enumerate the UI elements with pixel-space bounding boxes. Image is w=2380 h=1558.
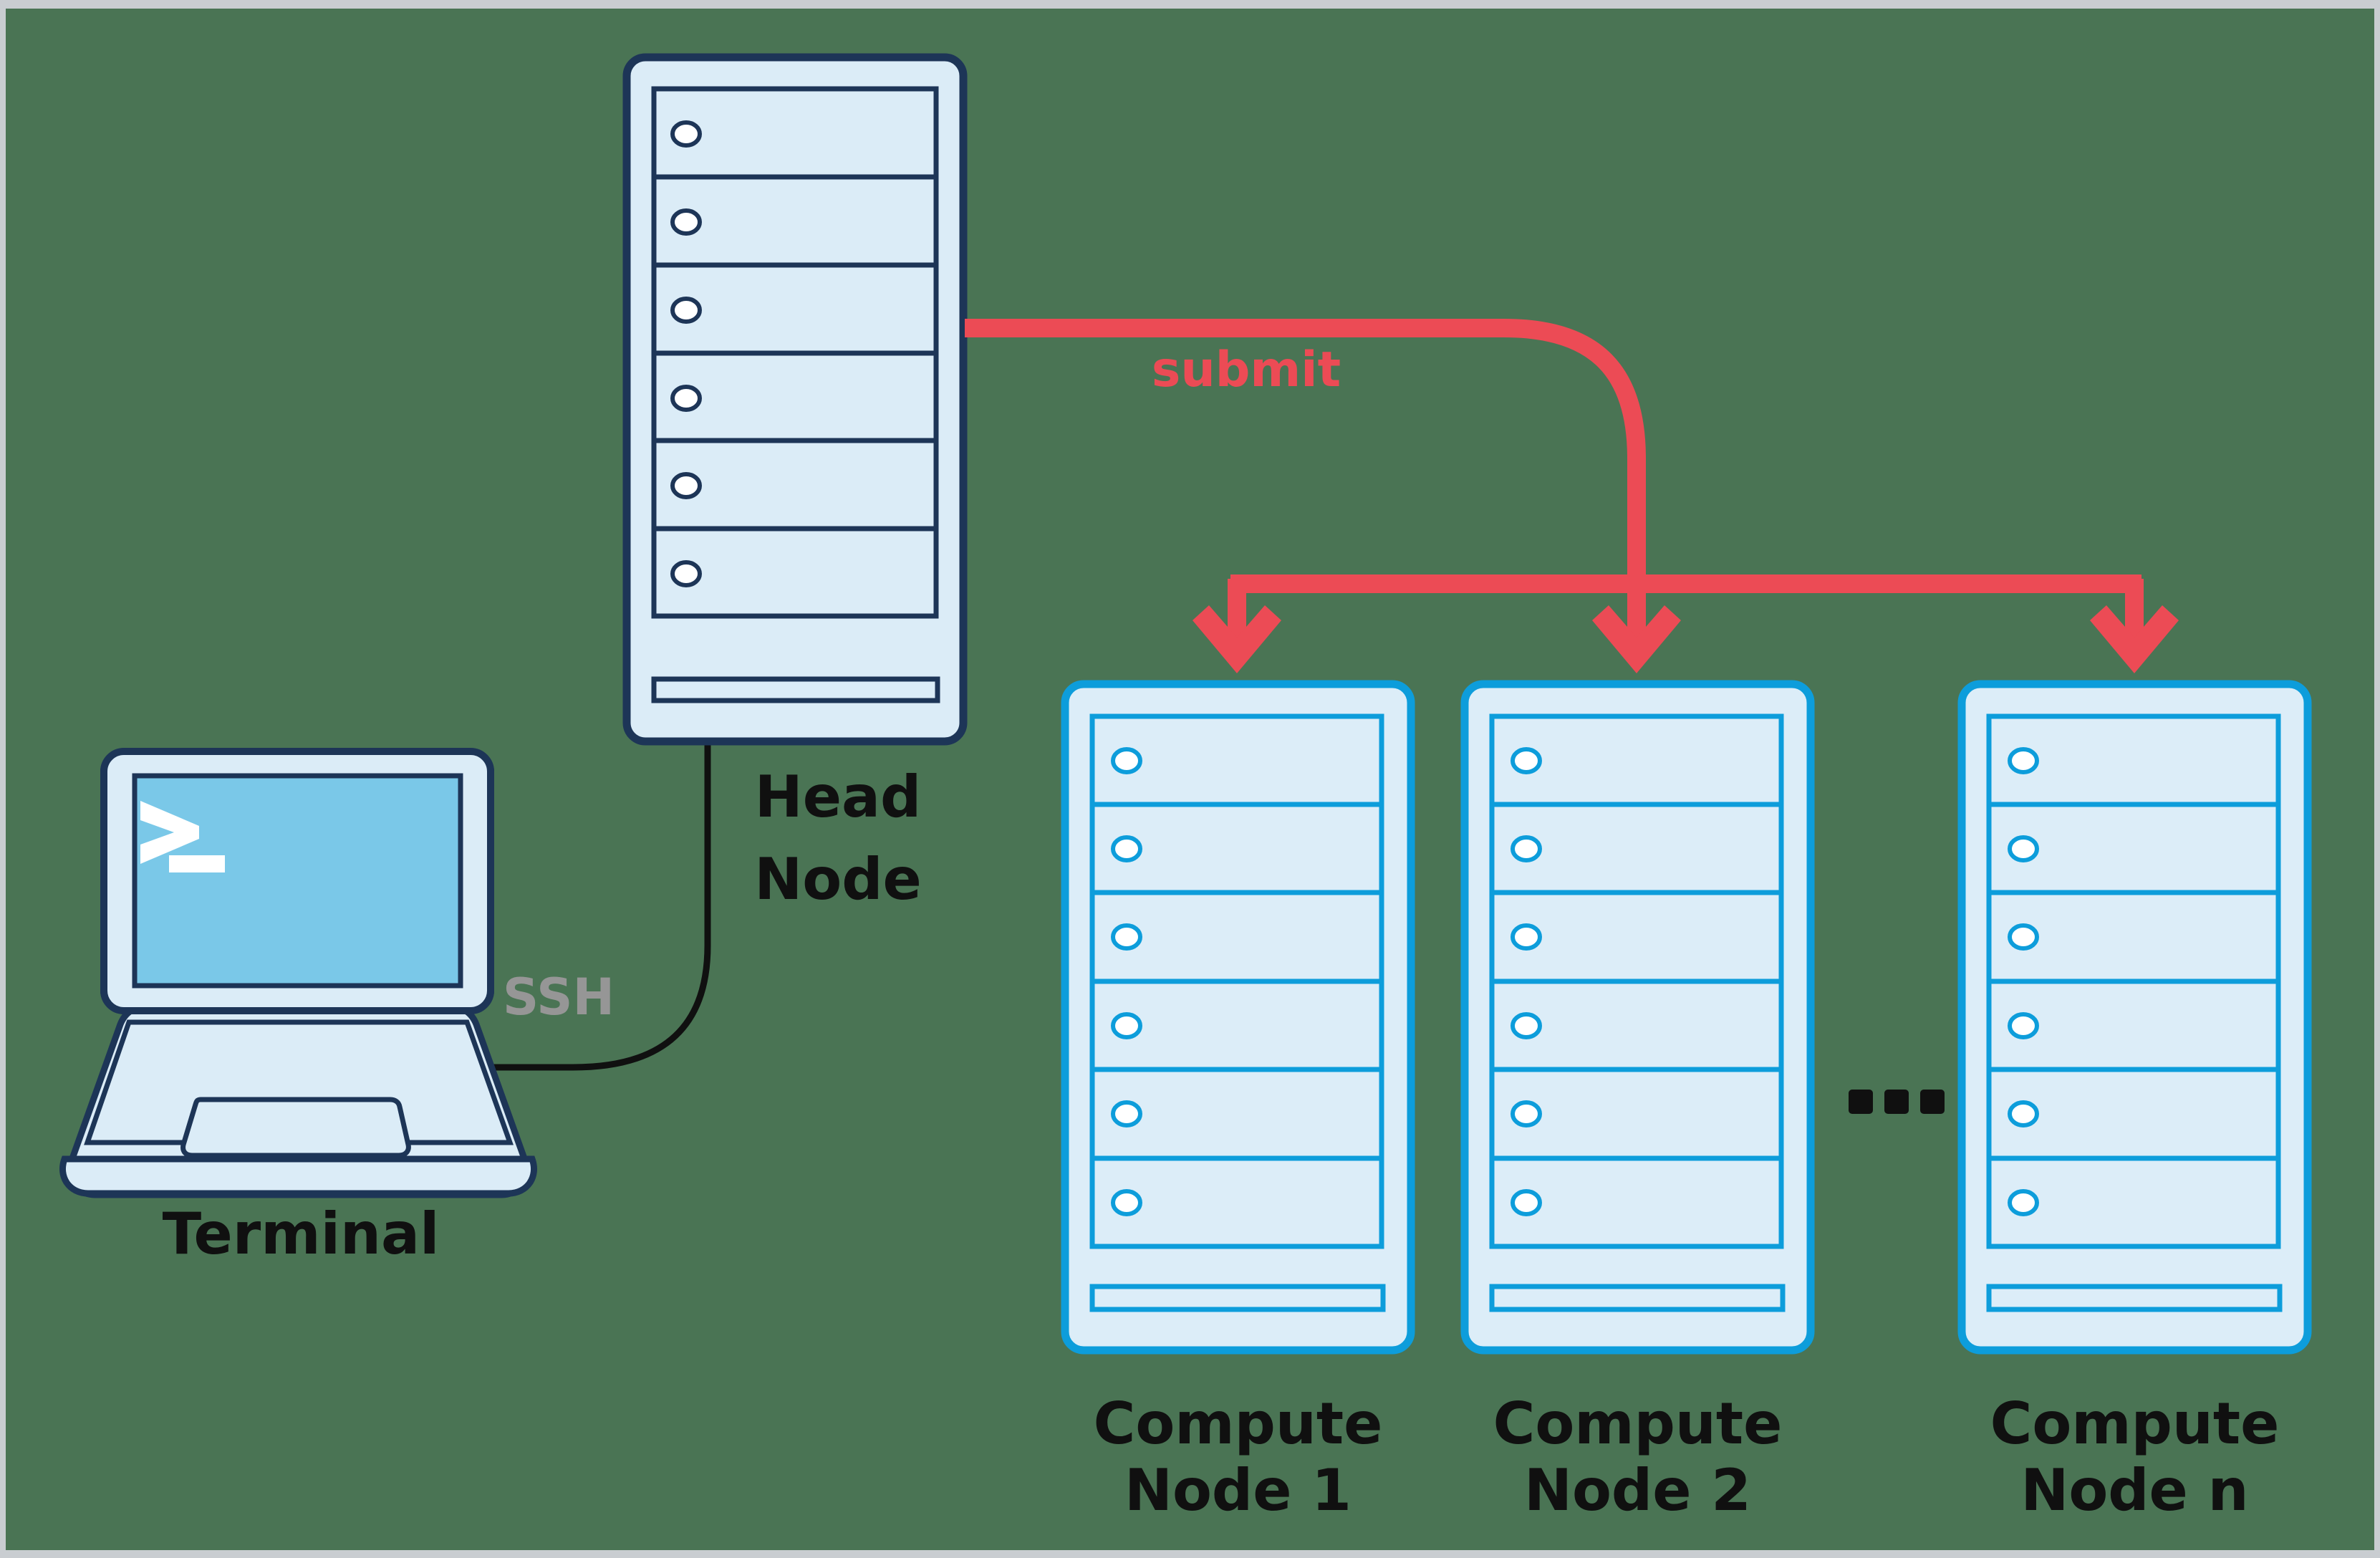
diagram-background [6, 9, 2374, 1550]
